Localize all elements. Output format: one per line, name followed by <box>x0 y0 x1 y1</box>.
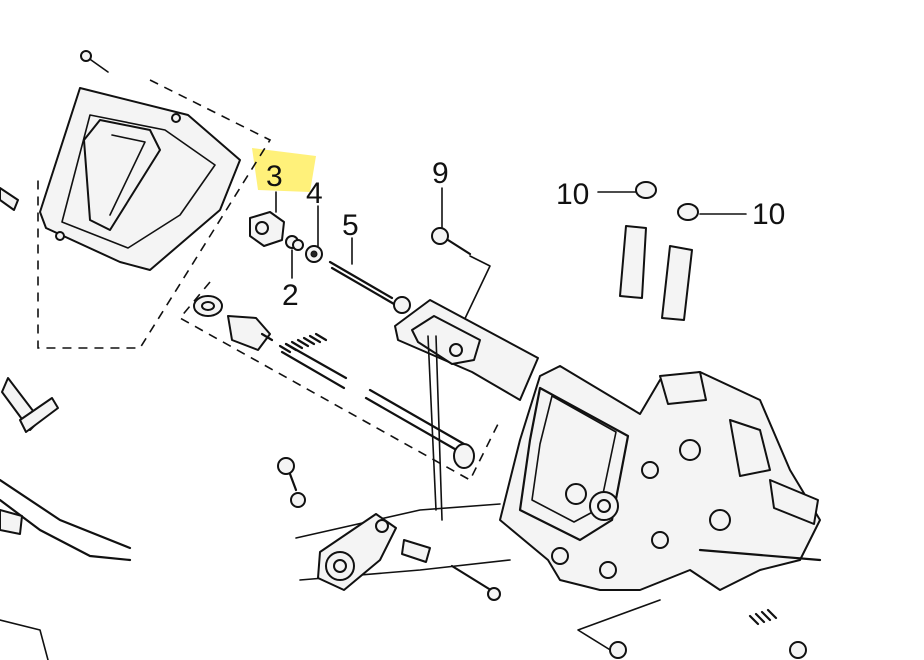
callout-9: 9 <box>432 157 449 190</box>
part-3-fitting <box>249 211 285 247</box>
bracket-plate <box>394 299 539 521</box>
o-ring <box>393 296 411 314</box>
spring <box>278 332 348 390</box>
part-4-washer <box>305 245 323 263</box>
small-bolt <box>277 457 306 508</box>
leader-lines <box>275 187 747 279</box>
valve-box <box>178 281 501 482</box>
tubes <box>619 225 693 321</box>
left-edge-parts <box>0 187 132 660</box>
part-2-spring <box>285 235 304 251</box>
callout-4: 4 <box>306 177 323 210</box>
main-housing <box>499 365 822 659</box>
callout-5: 5 <box>342 209 359 242</box>
bottom-spring <box>748 608 807 659</box>
callout-3-highlight <box>252 148 316 192</box>
part-10-caps <box>635 181 699 221</box>
part-5-pin <box>328 260 396 306</box>
callout-10-right: 10 <box>752 198 785 231</box>
cover-assembly <box>37 50 272 349</box>
callout-2: 2 <box>282 279 299 312</box>
callout-10-left: 10 <box>556 178 589 211</box>
callout-3: 3 <box>266 160 283 193</box>
link-arm <box>295 503 511 601</box>
